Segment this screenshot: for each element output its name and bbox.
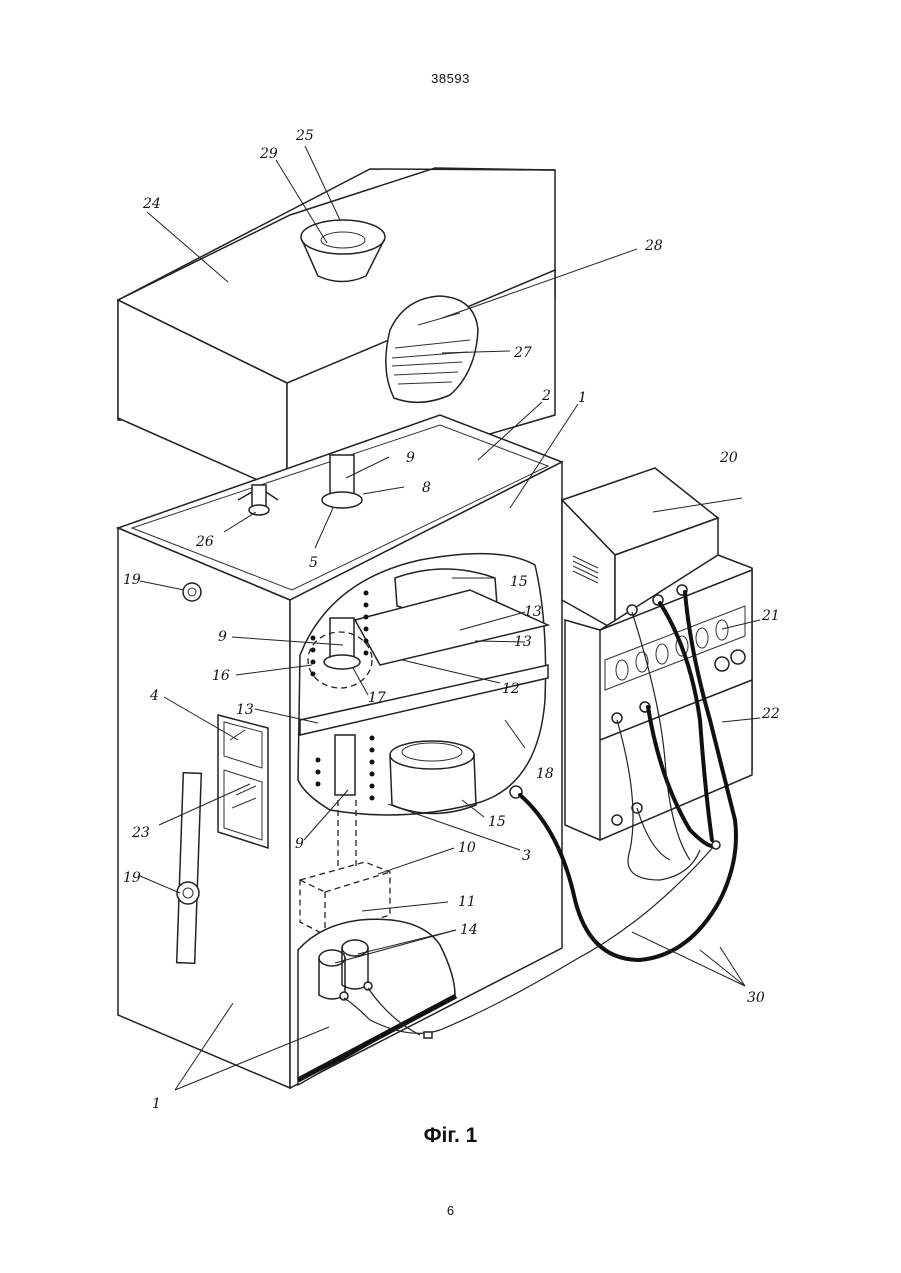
label-26: 26 xyxy=(195,534,214,550)
label-30: 30 xyxy=(747,990,765,1006)
label-17: 17 xyxy=(368,690,386,706)
label-9-low: 9 xyxy=(295,836,304,852)
label-27: 27 xyxy=(513,345,532,361)
page-number: 6 xyxy=(0,1203,901,1218)
label-9-mid: 9 xyxy=(218,629,227,645)
label-15-low: 15 xyxy=(488,814,506,830)
label-28: 28 xyxy=(644,238,663,254)
label-13-top: 13 xyxy=(524,604,542,620)
label-13-right: 13 xyxy=(514,634,532,650)
label-1-top: 1 xyxy=(578,390,587,406)
label-18: 18 xyxy=(536,766,554,782)
label-5: 5 xyxy=(309,555,318,571)
label-3: 3 xyxy=(522,848,531,864)
label-10: 10 xyxy=(458,840,476,856)
label-25: 25 xyxy=(295,128,314,144)
label-23: 23 xyxy=(131,825,150,841)
label-19-low: 19 xyxy=(123,870,141,886)
label-19-top: 19 xyxy=(123,572,141,588)
label-20: 20 xyxy=(719,450,738,466)
label-21: 21 xyxy=(761,608,780,624)
electronic-units xyxy=(562,468,752,840)
label-16: 16 xyxy=(212,668,230,684)
label-22: 22 xyxy=(761,706,780,722)
label-8: 8 xyxy=(422,480,431,496)
label-13-left: 13 xyxy=(236,702,254,718)
label-11: 11 xyxy=(458,894,476,910)
label-1-front: 1 xyxy=(152,1096,161,1112)
figure-caption: Фіг. 1 xyxy=(0,1124,901,1148)
label-24: 24 xyxy=(142,196,161,212)
label-15-top: 15 xyxy=(510,574,528,590)
label-2: 2 xyxy=(541,388,551,404)
label-9-top: 9 xyxy=(406,450,415,466)
label-14: 14 xyxy=(460,922,478,938)
label-29: 29 xyxy=(259,146,278,162)
label-4: 4 xyxy=(149,688,159,704)
label-12: 12 xyxy=(502,681,520,697)
